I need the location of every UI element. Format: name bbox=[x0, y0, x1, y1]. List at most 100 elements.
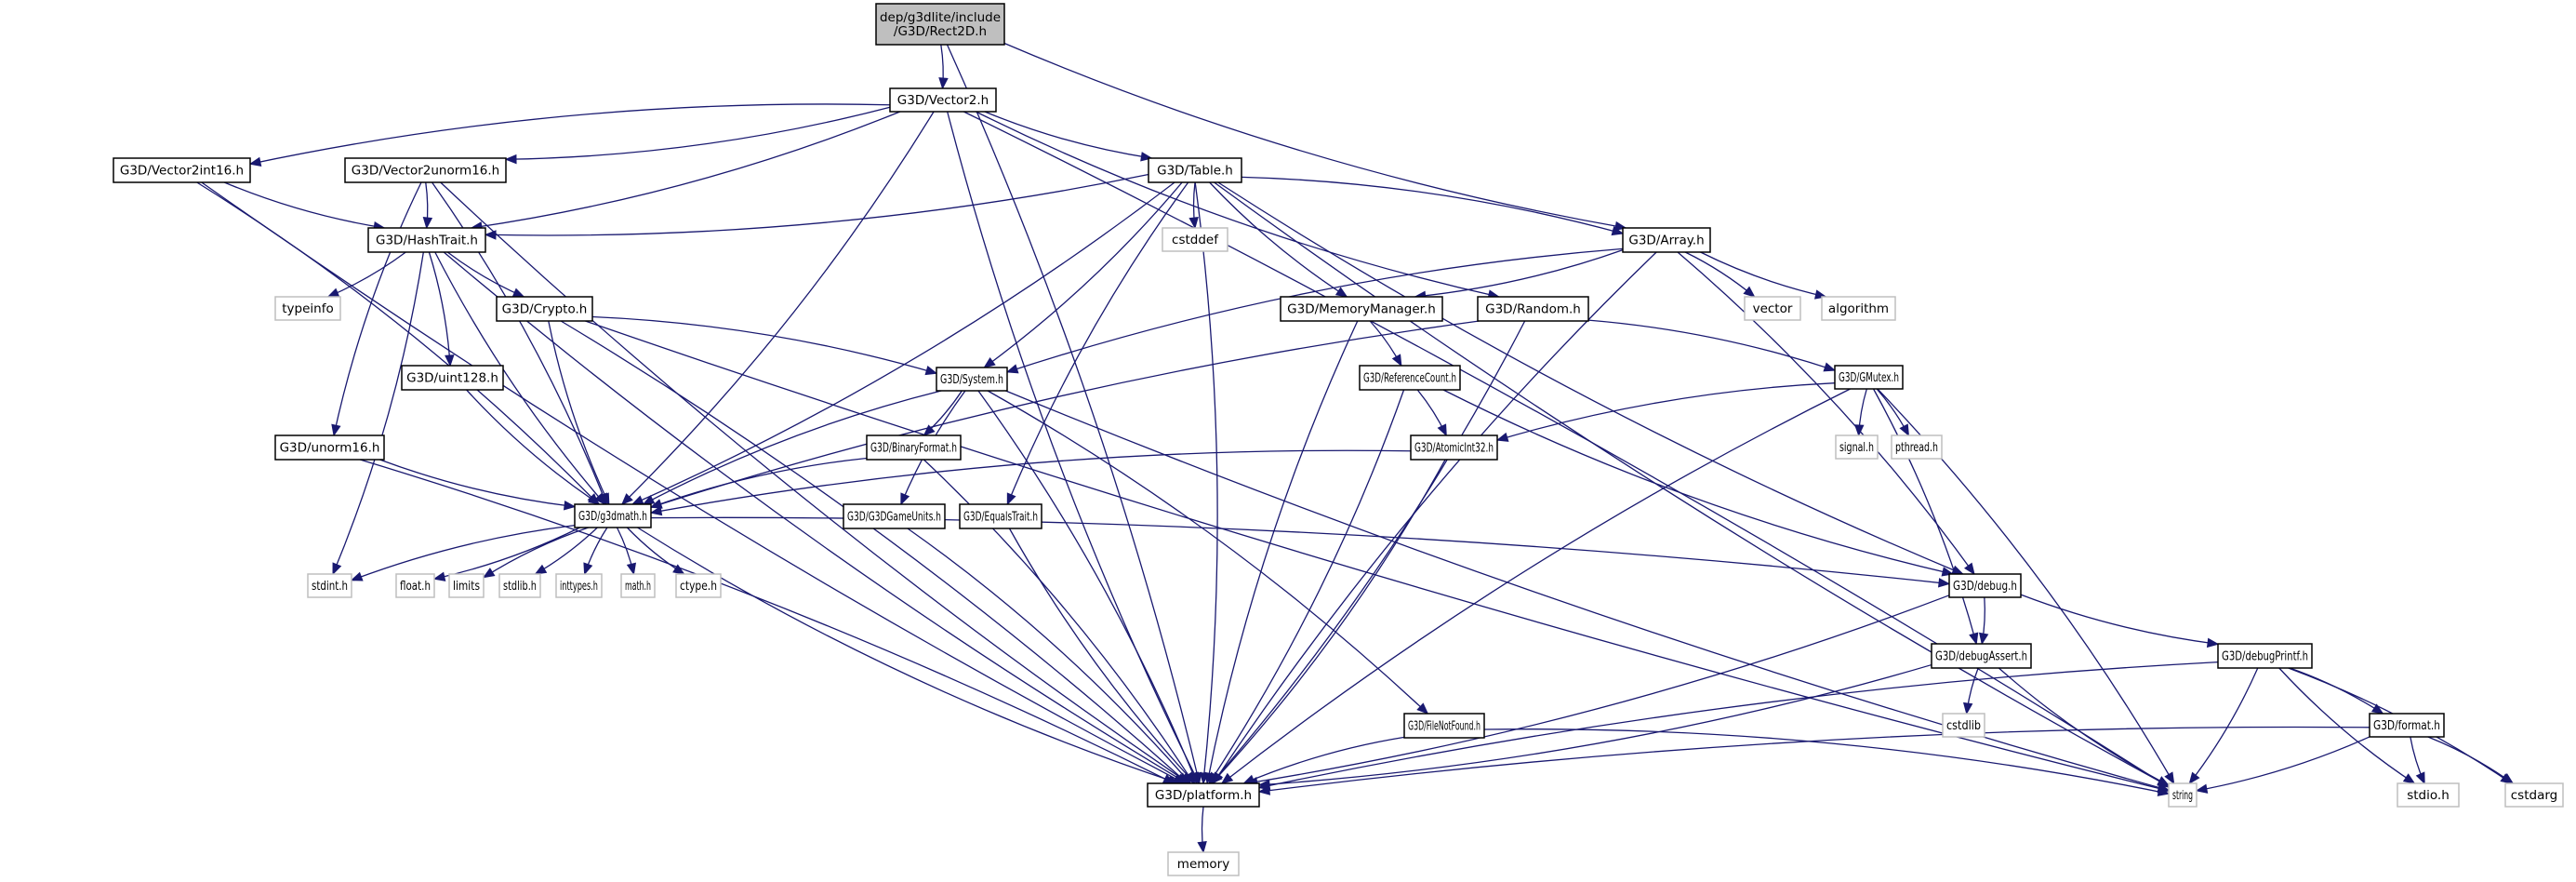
node-rect2d[interactable]: dep/g3dlite/include/G3D/Rect2D.h bbox=[875, 3, 1005, 46]
node-box-referencecount[interactable] bbox=[1359, 365, 1461, 391]
node-debugprintf[interactable]: G3D/debugPrintf.h bbox=[2217, 643, 2313, 669]
node-label-stdio: stdio.h bbox=[2407, 788, 2450, 803]
node-atomicint32[interactable]: G3D/AtomicInt32.h bbox=[1410, 434, 1498, 461]
node-signal: signal.h bbox=[1835, 434, 1879, 460]
edge-gmutex-to-debugassert bbox=[1872, 388, 1977, 645]
node-label-vector2: G3D/Vector2.h bbox=[897, 93, 989, 108]
edge-array-to-debug bbox=[1677, 251, 1975, 575]
edge-array-to-system bbox=[1006, 247, 1624, 373]
node-vector2[interactable]: G3D/Vector2.h bbox=[889, 87, 997, 113]
edge-unorm16-to-g3dmath bbox=[379, 459, 576, 508]
node-inttypes: inttypes.h bbox=[555, 573, 603, 598]
edge-debug-to-debugprintf bbox=[2020, 594, 2219, 645]
node-box-cstdarg bbox=[2504, 782, 2564, 808]
node-typeinfo: typeinfo bbox=[274, 296, 341, 321]
node-platform[interactable]: G3D/platform.h bbox=[1147, 782, 1260, 808]
arrowhead-gmutex-to-debugassert bbox=[1969, 632, 1979, 646]
node-box-crypto[interactable] bbox=[496, 296, 593, 322]
node-box-atomicint32[interactable] bbox=[1410, 434, 1498, 461]
node-box-equalstrait[interactable] bbox=[959, 503, 1042, 529]
node-memorymanager[interactable]: G3D/MemoryManager.h bbox=[1280, 296, 1443, 322]
node-uint128[interactable]: G3D/uint128.h bbox=[401, 365, 504, 391]
node-box-rect2d[interactable] bbox=[875, 3, 1005, 46]
arrowhead-filenotfound-to-string bbox=[2157, 786, 2171, 796]
node-box-platform[interactable] bbox=[1147, 782, 1260, 808]
node-binaryformat[interactable]: G3D/BinaryFormat.h bbox=[866, 434, 962, 461]
node-box-hashtrait[interactable] bbox=[367, 227, 486, 253]
node-filenotfound[interactable]: G3D/FileNotFound.h bbox=[1403, 713, 1485, 739]
node-box-unorm16[interactable] bbox=[274, 434, 385, 461]
node-equalstrait[interactable]: G3D/EqualsTrait.h bbox=[959, 503, 1042, 529]
node-referencecount[interactable]: G3D/ReferenceCount.h bbox=[1359, 365, 1461, 391]
edge-table-to-array bbox=[1241, 176, 1624, 234]
node-box-table[interactable] bbox=[1148, 157, 1242, 183]
node-box-array[interactable] bbox=[1622, 227, 1711, 253]
node-box-memorymanager[interactable] bbox=[1280, 296, 1443, 322]
node-vector2int16[interactable]: G3D/Vector2int16.h bbox=[113, 157, 251, 183]
node-box-g3dmath[interactable] bbox=[574, 503, 652, 528]
arrowhead-gmutex-to-string bbox=[2164, 771, 2175, 785]
node-box-random[interactable] bbox=[1477, 296, 1589, 322]
node-crypto[interactable]: G3D/Crypto.h bbox=[496, 296, 593, 322]
node-gmutex[interactable]: G3D/GMutex.h bbox=[1834, 365, 1904, 390]
edge-referencecount-to-platform bbox=[1208, 389, 1405, 784]
node-vector2unorm16[interactable]: G3D/Vector2unorm16.h bbox=[344, 157, 507, 183]
node-box-float bbox=[395, 573, 435, 598]
arrowhead-filenotfound-to-platform bbox=[1242, 774, 1256, 784]
arrowhead-vector2unorm16-to-hashtrait bbox=[422, 217, 433, 230]
edge-g3dmath-to-stdint bbox=[351, 524, 576, 581]
arrowhead-hashtrait-to-typeinfo bbox=[326, 287, 340, 298]
edge-vector2-to-platform bbox=[947, 111, 1200, 784]
node-box-ctype bbox=[675, 573, 722, 598]
node-box-stdlib bbox=[498, 573, 541, 598]
node-box-format[interactable] bbox=[2369, 713, 2445, 738]
node-label-debug: G3D/debug.h bbox=[1953, 579, 2017, 594]
node-box-vector2int16[interactable] bbox=[113, 157, 251, 183]
edge-equalstrait-to-platform bbox=[1008, 528, 1196, 784]
node-box-vector2[interactable] bbox=[889, 87, 997, 113]
node-table[interactable]: G3D/Table.h bbox=[1148, 157, 1242, 183]
edge-vector2-to-string bbox=[963, 111, 2170, 788]
edge-crypto-to-platform bbox=[560, 320, 1188, 784]
node-box-system[interactable] bbox=[936, 367, 1008, 392]
node-random[interactable]: G3D/Random.h bbox=[1477, 296, 1589, 322]
node-box-vector2unorm16[interactable] bbox=[344, 157, 507, 183]
arrowhead-system-to-binaryformat bbox=[923, 424, 936, 436]
node-box-debugassert[interactable] bbox=[1931, 643, 2032, 669]
node-cstddef: cstddef bbox=[1162, 227, 1228, 252]
arrowhead-g3dmath-to-stdlib bbox=[534, 564, 548, 575]
node-format[interactable]: G3D/format.h bbox=[2369, 713, 2445, 738]
node-box-filenotfound[interactable] bbox=[1403, 713, 1485, 739]
edge-g3dmath-to-platform bbox=[637, 527, 1179, 784]
node-box-binaryformat[interactable] bbox=[866, 434, 962, 461]
node-g3dmath[interactable]: G3D/g3dmath.h bbox=[574, 503, 652, 528]
node-label-limits: limits bbox=[453, 579, 480, 594]
edge-binaryformat-to-g3dmath bbox=[650, 457, 868, 508]
node-array[interactable]: G3D/Array.h bbox=[1622, 227, 1711, 253]
arrowhead-table-to-hashtrait bbox=[484, 230, 497, 240]
edge-rect2d-to-array bbox=[1003, 42, 1627, 229]
arrowhead-referencecount-to-atomicint32 bbox=[1437, 423, 1447, 437]
node-box-inttypes bbox=[555, 573, 603, 598]
edge-referencecount-to-debug bbox=[1442, 389, 1954, 575]
node-debug[interactable]: G3D/debug.h bbox=[1948, 573, 2022, 598]
edge-uint128-to-g3dmath bbox=[466, 389, 600, 505]
node-cstdarg: cstdarg bbox=[2504, 782, 2564, 808]
node-box-uint128[interactable] bbox=[401, 365, 504, 391]
node-box-g3dgameunits[interactable] bbox=[843, 503, 946, 529]
node-box-debugprintf[interactable] bbox=[2217, 643, 2313, 669]
edge-table-to-memorymanager bbox=[1209, 181, 1348, 298]
node-g3dgameunits[interactable]: G3D/G3DGameUnits.h bbox=[843, 503, 946, 529]
node-debugassert[interactable]: G3D/debugAssert.h bbox=[1931, 643, 2032, 669]
edge-vector2-to-hashtrait bbox=[471, 111, 901, 229]
arrowhead-g3dmath-to-debug bbox=[1938, 578, 1951, 588]
edge-hashtrait-to-g3dmath bbox=[434, 251, 606, 505]
arrowhead-platform-to-memory bbox=[1197, 840, 1207, 854]
node-system[interactable]: G3D/System.h bbox=[936, 367, 1008, 392]
node-box-debug[interactable] bbox=[1948, 573, 2022, 598]
node-box-gmutex[interactable] bbox=[1834, 365, 1904, 390]
node-unorm16[interactable]: G3D/unorm16.h bbox=[274, 434, 385, 461]
node-label-random: G3D/Random.h bbox=[1485, 302, 1581, 317]
node-label-debugassert: G3D/debugAssert.h bbox=[1935, 649, 2027, 664]
node-hashtrait[interactable]: G3D/HashTrait.h bbox=[367, 227, 486, 253]
